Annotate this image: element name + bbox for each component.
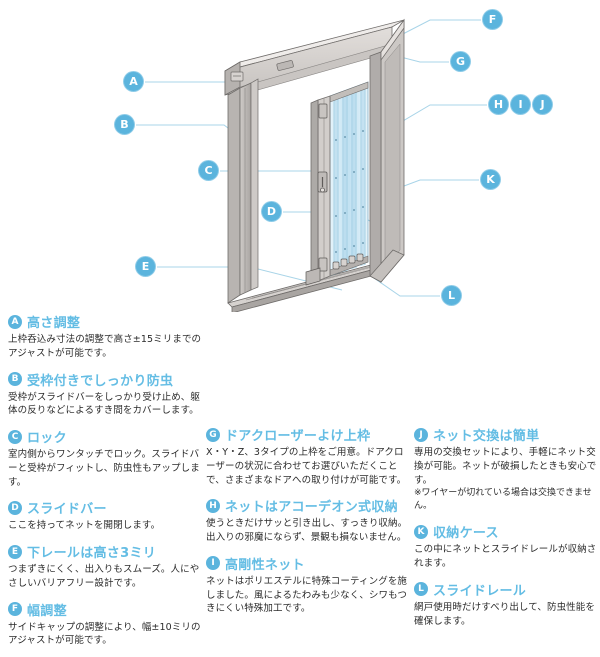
slide-bar <box>310 95 331 282</box>
feature-badge-k: K <box>414 524 428 539</box>
callout-badge-h[interactable]: H <box>489 95 508 114</box>
feature-title-f: 幅調整 <box>27 603 67 619</box>
screen-door-illustration <box>136 18 487 312</box>
feature-title-j: ネット交換は簡単 <box>433 429 540 444</box>
feature-body-d: ここを持ってネットを開閉します。 <box>8 520 161 532</box>
feature-item-f: F 幅調整 サイドキャップの調整により、幅±10ミリのアジャストが可能です。 <box>8 600 204 649</box>
callout-badge-e[interactable]: E <box>136 257 155 276</box>
feature-heading-l: L スライドレール <box>414 580 598 599</box>
callout-badge-b[interactable]: B <box>115 115 134 134</box>
feature-body-h: 使うときだけサッと引き出し、すっきり収納。出入りの邪魔にならず、景観も損ないませ… <box>206 518 408 544</box>
feature-heading-j: J ネット交換は簡単 <box>414 425 598 444</box>
feature-item-b: B 受枠付きでしっかり防虫 受枠がスライドバーをしっかり受け止め、躯体の反りなど… <box>8 370 204 419</box>
feature-note-j: ※ワイヤーが切れている場合は交換できません。 <box>414 488 592 512</box>
feature-badge-j: J <box>414 427 428 442</box>
feature-heading-b: B 受枠付きでしっかり防虫 <box>8 370 204 389</box>
callout-badge-j[interactable]: J <box>533 95 552 114</box>
feature-badge-h: H <box>206 498 220 513</box>
feature-heading-a: A 高さ調整 <box>8 312 204 331</box>
feature-title-i: 高剛性ネット <box>225 557 305 573</box>
feature-item-a: A 高さ調整 上枠呑込み寸法の調整で高さ±15ミリまでのアジャストが可能です。 <box>8 312 204 361</box>
feature-heading-d: D スライドバー <box>8 498 204 517</box>
feature-item-j: J ネット交換は簡単 専用の交換セットにより、手軽にネット交換が可能。ネットが破… <box>414 425 598 513</box>
feature-heading-k: K 収納ケース <box>414 522 598 541</box>
feature-badge-d: D <box>8 500 22 515</box>
feature-badge-b: B <box>8 372 22 387</box>
feature-list: A 高さ調整 上枠呑込み寸法の調整で高さ±15ミリまでのアジャストが可能です。 … <box>0 312 600 646</box>
feature-item-k: K 収納ケース この中にネットとスライドレールが収納されます。 <box>414 522 598 571</box>
feature-body-f: サイドキャップの調整により、幅±10ミリのアジャストが可能です。 <box>8 621 201 647</box>
feature-body-j: 専用の交換セットにより、手軽にネット交換が可能。ネットが破損したときも安心です。 <box>414 447 597 486</box>
feature-badge-f: F <box>8 602 22 617</box>
feature-title-g: ドアクローザーよけ上枠 <box>225 429 371 444</box>
feature-title-a: 高さ調整 <box>27 316 81 331</box>
feature-item-h: H ネットはアコーデオン式収納 使うときだけサッと引き出し、すっきり収納。出入り… <box>206 496 412 545</box>
feature-badge-e: E <box>8 544 22 559</box>
feature-body-a: 上枠呑込み寸法の調整で高さ±15ミリまでのアジャストが可能です。 <box>8 334 202 359</box>
feature-heading-g: G ドアクローザーよけ上枠 <box>206 425 412 444</box>
feature-title-d: スライドバー <box>27 502 107 518</box>
accordion-mesh <box>329 81 369 277</box>
callout-badge-i[interactable]: I <box>511 95 530 114</box>
callout-badge-c[interactable]: C <box>199 161 218 180</box>
feature-body-k: この中にネットとスライドレールが収納されます。 <box>414 544 597 570</box>
feature-heading-h: H ネットはアコーデオン式収納 <box>206 496 412 515</box>
feature-body-g: X・Y・Z、3タイプの上枠をご用意。ドアクローザーの状況に合わせてお選びいただく… <box>206 447 407 486</box>
feature-column-1: A 高さ調整 上枠呑込み寸法の調整で高さ±15ミリまでのアジャストが可能です。 … <box>8 312 204 657</box>
feature-body-l: 網戸使用時だけすべり出して、防虫性能を確保します。 <box>414 601 595 627</box>
feature-body-e: つまずきにくく、出入りもスムーズ。人にやさしいバリアフリー設計です。 <box>8 564 200 589</box>
feature-item-i: I 高剛性ネット ネットはポリエステルに特殊コーティングを施しました。風によるた… <box>206 554 412 616</box>
feature-item-e: E 下レールは高さ3ミリ つまずきにくく、出入りもスムーズ。人にやさしいバリアフ… <box>8 542 204 591</box>
callout-badge-a[interactable]: A <box>124 72 143 91</box>
feature-heading-f: F 幅調整 <box>8 600 204 619</box>
callout-badge-d[interactable]: D <box>262 202 281 221</box>
feature-title-b: 受枠付きでしっかり防虫 <box>27 373 174 389</box>
feature-badge-l: L <box>414 582 428 597</box>
feature-item-d: D スライドバー ここを持ってネットを開閉します。 <box>8 498 204 533</box>
lock-detail <box>317 171 328 193</box>
feature-heading-e: E 下レールは高さ3ミリ <box>8 542 204 561</box>
feature-item-c: C ロック 室内側からワンタッチでロック。スライドバーと受枠がフィットし、防虫性… <box>8 427 204 489</box>
callout-badge-k[interactable]: K <box>481 170 500 189</box>
callout-badge-g[interactable]: G <box>451 52 470 71</box>
feature-body-c: 室内側からワンタッチでロック。スライドバーと受枠がフィットし、防虫性もアップしま… <box>8 449 200 488</box>
feature-badge-a: A <box>8 314 22 329</box>
feature-column-3: J ネット交換は簡単 専用の交換セットにより、手軽にネット交換が可能。ネットが破… <box>414 312 598 637</box>
callout-badge-f[interactable]: F <box>483 10 502 29</box>
feature-badge-c: C <box>8 429 22 444</box>
feature-badge-i: I <box>206 556 220 571</box>
feature-item-l: L スライドレール 網戸使用時だけすべり出して、防虫性能を確保します。 <box>414 580 598 629</box>
feature-item-g: G ドアクローザーよけ上枠 X・Y・Z、3タイプの上枠をご用意。ドアクローザーの… <box>206 425 412 487</box>
feature-badge-g: G <box>206 427 220 442</box>
feature-body-i: ネットはポリエステルに特殊コーティングを施しました。風によるたわみも少なく、シワ… <box>206 575 408 615</box>
feature-title-k: 収納ケース <box>433 526 499 542</box>
feature-heading-c: C ロック <box>8 427 204 446</box>
callout-badge-l[interactable]: L <box>442 286 461 305</box>
feature-heading-i: I 高剛性ネット <box>206 554 412 573</box>
feature-column-2: G ドアクローザーよけ上枠 X・Y・Z、3タイプの上枠をご用意。ドアクローザーの… <box>206 312 412 625</box>
feature-title-h: ネットはアコーデオン式収納 <box>225 500 398 516</box>
feature-title-c: ロック <box>27 431 67 447</box>
slide-rail <box>332 253 364 270</box>
feature-title-e: 下レールは高さ3ミリ <box>27 546 157 562</box>
feature-title-l: スライドレール <box>433 583 527 599</box>
door-frame <box>224 18 405 312</box>
feature-body-b: 受枠がスライドバーをしっかり受け止め、躯体の反りなどによるすき間をカバーします。 <box>8 391 201 417</box>
product-diagram: A B C D E F G H I J K L <box>0 0 600 312</box>
